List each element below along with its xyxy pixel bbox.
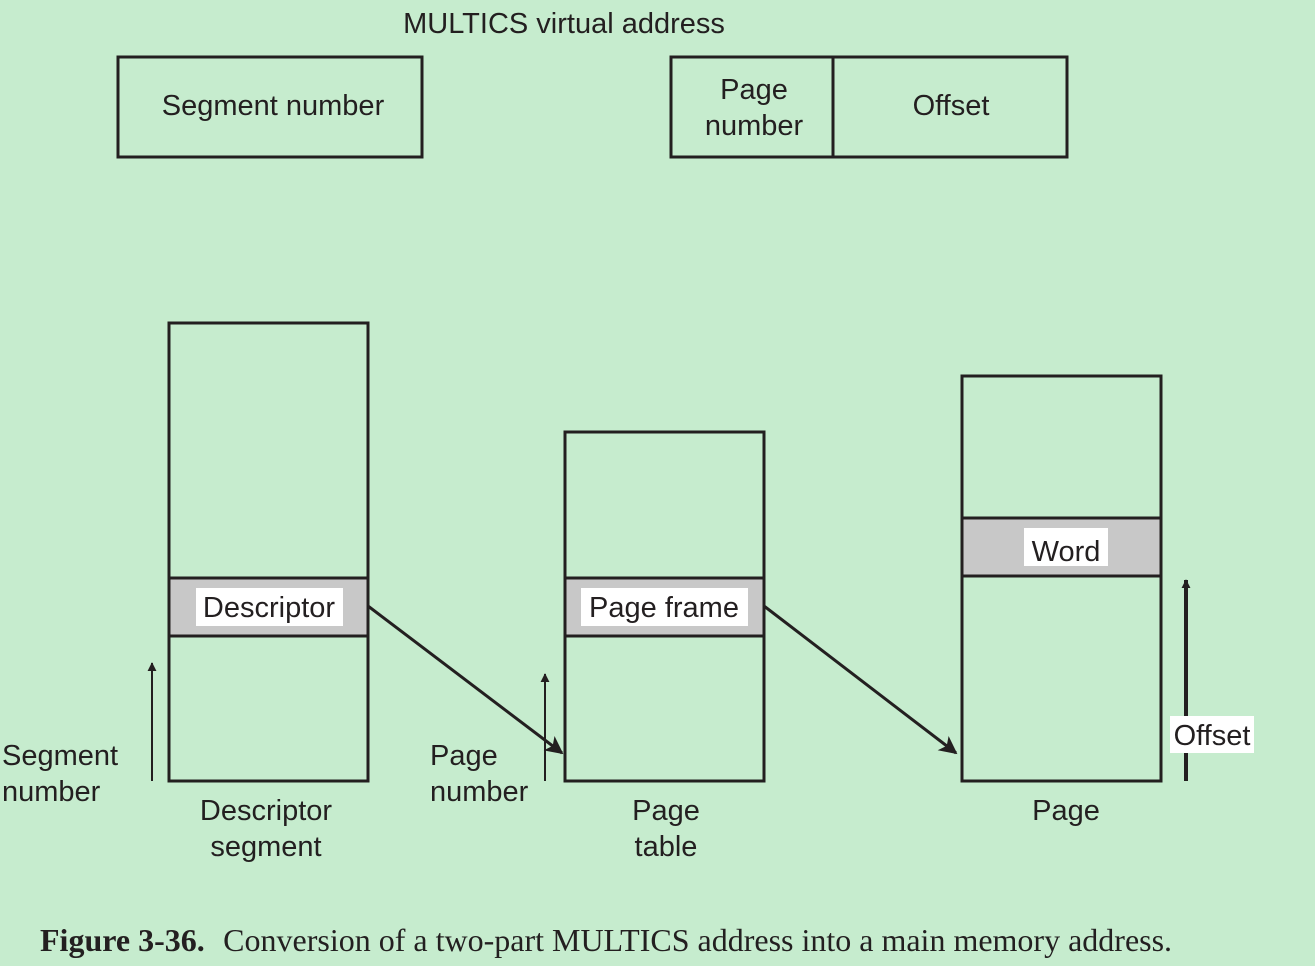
word-label: Word (1032, 536, 1101, 568)
page-frame-label-box (581, 588, 748, 626)
segment-number-index-line1: Segment (2, 740, 118, 772)
segment-number-index-line2: number (2, 776, 101, 808)
segment-number-field-label: Segment number (162, 90, 385, 122)
descriptor-label: Descriptor (203, 592, 335, 624)
page-frame-label: Page frame (589, 592, 739, 624)
descriptor-segment-name-line1: Descriptor (200, 795, 332, 827)
descriptor-to-page-table-arrow (367, 604, 564, 755)
page-offset-field (669, 55, 1069, 159)
descriptor-label-box (196, 588, 343, 626)
figure-caption-text: Conversion of a two-part MULTICS address… (223, 922, 1172, 958)
page-name: Page (1032, 795, 1100, 827)
page-number-field-label-line1: Page (720, 74, 788, 106)
figure-caption: Figure 3-36. Conversion of a two-part MU… (40, 922, 1172, 958)
word-label-box (1024, 528, 1108, 566)
page-number-field-label-line2: number (705, 110, 804, 142)
page-table-name-line1: Page (632, 795, 700, 827)
page-number-index-line1: Page (430, 740, 498, 772)
offset-index-label: Offset (1174, 720, 1251, 752)
offset-index-box (1170, 716, 1254, 753)
page-table-name-line2: table (635, 831, 698, 863)
page-frame-to-page-arrow (763, 604, 958, 755)
virtual-address-title: MULTICS virtual address (403, 8, 725, 40)
page-number-index-line2: number (430, 776, 529, 808)
descriptor-segment-name-line2: segment (210, 831, 321, 863)
descriptor-segment-table (167, 321, 370, 783)
figure-number: Figure 3-36. (40, 922, 205, 958)
segment-number-field (116, 55, 424, 159)
page-box (960, 374, 1163, 783)
offset-field-label: Offset (913, 90, 990, 122)
